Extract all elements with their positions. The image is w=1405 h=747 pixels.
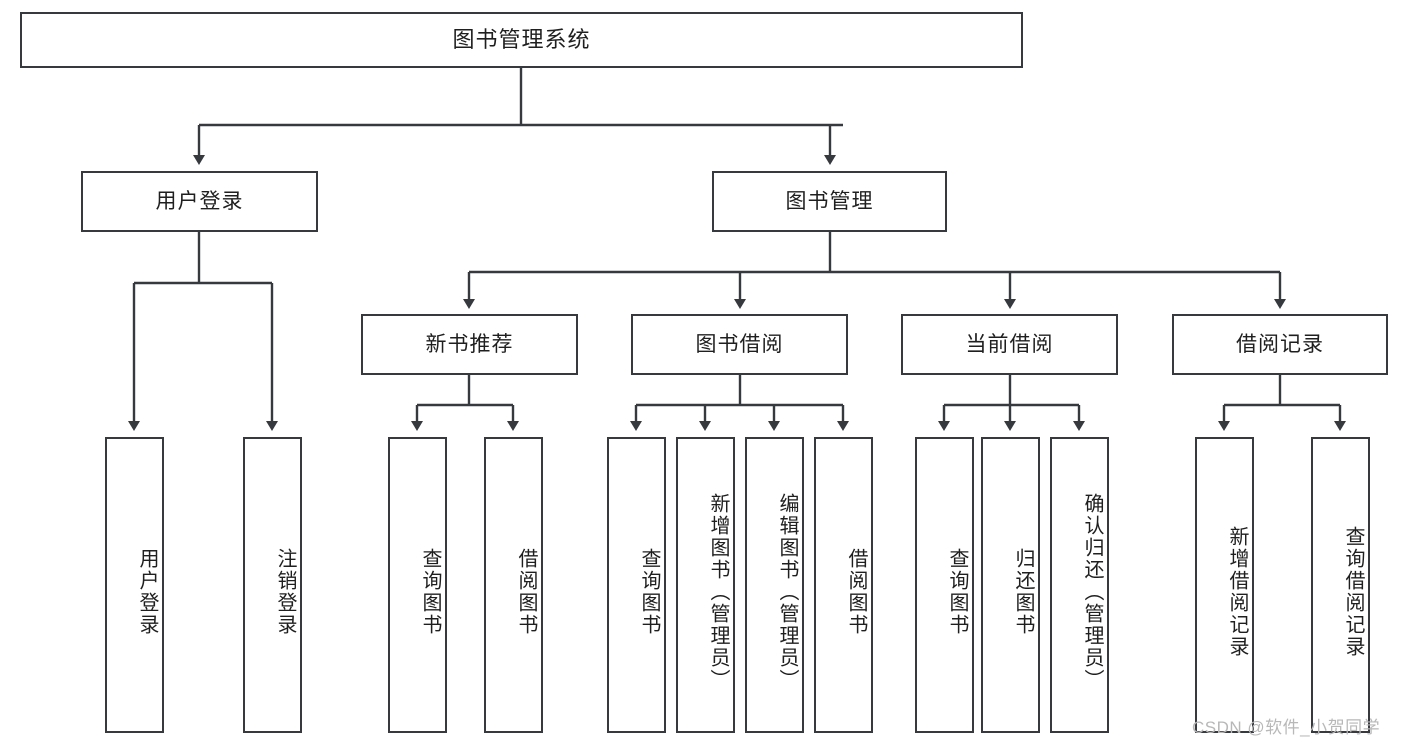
node-leaf-nb-borrow-book[interactable]: 借阅图书 — [484, 437, 543, 733]
node-leaf-logout[interactable]: 注销登录 — [243, 437, 302, 733]
node-leaf-nb-borrow-book-label: 借阅图书 — [515, 548, 537, 636]
node-user-login-label: 用户登录 — [155, 189, 244, 213]
node-leaf-bb-query-book-label: 查询图书 — [638, 548, 660, 636]
node-leaf-user-login[interactable]: 用户登录 — [105, 437, 164, 733]
node-leaf-bb-add-book[interactable]: 新增图书（管理员） — [676, 437, 735, 733]
node-leaf-nb-query-book[interactable]: 查询图书 — [388, 437, 447, 733]
node-borrow-record-label: 借阅记录 — [1236, 332, 1324, 356]
node-leaf-user-login-label: 用户登录 — [136, 548, 158, 636]
node-user-login[interactable]: 用户登录 — [81, 171, 318, 232]
node-leaf-bb-borrow-book-label: 借阅图书 — [845, 548, 867, 636]
node-leaf-logout-label: 注销登录 — [274, 548, 296, 636]
node-leaf-cb-return-book[interactable]: 归还图书 — [981, 437, 1040, 733]
node-root[interactable]: 图书管理系统 — [20, 12, 1023, 68]
node-leaf-cb-confirm-return[interactable]: 确认归还（管理员） — [1050, 437, 1109, 733]
node-book-management[interactable]: 图书管理 — [712, 171, 947, 232]
node-book-borrow[interactable]: 图书借阅 — [631, 314, 848, 375]
node-leaf-cb-query-book[interactable]: 查询图书 — [915, 437, 974, 733]
node-leaf-bb-edit-book-label: 编辑图书（管理员） — [776, 493, 798, 691]
node-current-borrow[interactable]: 当前借阅 — [901, 314, 1118, 375]
node-leaf-cb-query-book-label: 查询图书 — [946, 548, 968, 636]
node-new-book-recommend-label: 新书推荐 — [425, 332, 514, 356]
node-leaf-cb-return-book-label: 归还图书 — [1012, 548, 1034, 636]
node-book-management-label: 图书管理 — [785, 189, 874, 213]
node-current-borrow-label: 当前借阅 — [965, 332, 1054, 356]
node-new-book-recommend[interactable]: 新书推荐 — [361, 314, 578, 375]
node-leaf-cb-confirm-return-label: 确认归还（管理员） — [1081, 493, 1103, 691]
node-root-label: 图书管理系统 — [452, 26, 591, 52]
node-leaf-nb-query-book-label: 查询图书 — [419, 548, 441, 636]
node-borrow-record[interactable]: 借阅记录 — [1172, 314, 1388, 375]
node-book-borrow-label: 图书借阅 — [695, 332, 784, 356]
node-leaf-br-add-record[interactable]: 新增借阅记录 — [1195, 437, 1254, 733]
csdn-watermark: CSDN @软件_小贺同学 — [1192, 718, 1381, 737]
node-leaf-bb-add-book-label: 新增图书（管理员） — [707, 493, 729, 691]
node-leaf-br-add-record-label: 新增借阅记录 — [1226, 526, 1248, 658]
node-leaf-br-query-record[interactable]: 查询借阅记录 — [1311, 437, 1370, 733]
node-leaf-bb-borrow-book[interactable]: 借阅图书 — [814, 437, 873, 733]
node-leaf-bb-query-book[interactable]: 查询图书 — [607, 437, 666, 733]
node-leaf-br-query-record-label: 查询借阅记录 — [1342, 526, 1364, 658]
node-leaf-bb-edit-book[interactable]: 编辑图书（管理员） — [745, 437, 804, 733]
